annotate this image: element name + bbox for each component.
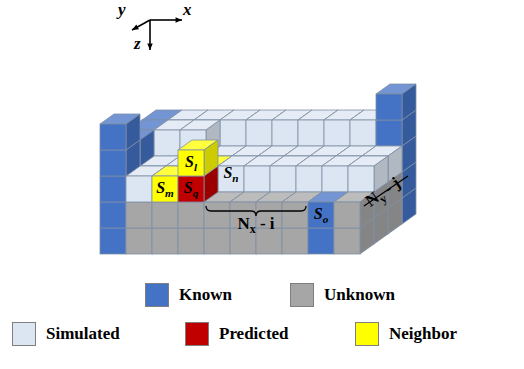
cube-front <box>126 176 152 202</box>
axis-head <box>176 17 182 22</box>
axis-head <box>132 24 139 30</box>
voxel-cube: So <box>308 202 334 228</box>
cube-front <box>204 202 230 228</box>
cube-front <box>334 202 360 228</box>
cube-front <box>376 120 402 146</box>
cube-front <box>100 176 126 202</box>
cube-side <box>126 114 140 150</box>
cube-side <box>402 84 416 120</box>
legend-swatch <box>145 283 169 307</box>
legend-swatch <box>290 283 314 307</box>
cube-front <box>100 228 126 254</box>
cube-front <box>272 120 298 146</box>
axis-label: x <box>183 0 192 20</box>
legend-swatch <box>355 322 379 346</box>
cube-front <box>308 228 334 254</box>
legend-swatch <box>12 322 36 346</box>
legend-text: Unknown <box>324 285 395 305</box>
voxel-cube: Sl <box>178 150 204 176</box>
cube-label: Sm <box>156 179 174 199</box>
legend-text: Simulated <box>46 324 120 344</box>
legend-text: Known <box>179 285 232 305</box>
cube-front <box>282 228 308 254</box>
voxel-cube: Sm <box>152 176 178 202</box>
cube-label: So <box>314 205 329 225</box>
cube-front <box>100 124 126 150</box>
cube-front <box>350 120 376 146</box>
cube-front <box>204 228 230 254</box>
voxel-cube: Sn <box>222 161 239 187</box>
cube-front <box>100 202 126 228</box>
cube-front <box>244 166 270 192</box>
legend-text: Neighbor <box>389 324 457 344</box>
cube-front <box>322 166 348 192</box>
cube-front <box>282 202 308 228</box>
cube-front <box>178 228 204 254</box>
cube-front <box>152 202 178 228</box>
axis-label: z <box>134 34 141 54</box>
cube-front <box>296 166 322 192</box>
cube-front <box>348 166 374 192</box>
legend-text: Predicted <box>219 324 289 344</box>
cube-front <box>308 202 334 228</box>
legend-swatch <box>185 322 209 346</box>
cube-label: Sq <box>184 179 199 199</box>
axis-label: y <box>118 0 126 20</box>
cube-front <box>126 202 152 228</box>
cube-label: Sn <box>223 164 238 184</box>
dimension-label: Nx - i <box>237 214 274 237</box>
cube-front <box>324 120 350 146</box>
cube-front <box>126 228 152 254</box>
cube-front <box>152 228 178 254</box>
cube-side <box>140 130 154 166</box>
cube-front <box>220 120 246 146</box>
cube-front <box>100 150 126 176</box>
cube-front <box>152 176 178 202</box>
cube-front <box>246 120 272 146</box>
cube-label: Sl <box>185 153 197 173</box>
cube-front <box>334 228 360 254</box>
cube-front <box>178 150 204 176</box>
cube-front <box>178 176 204 202</box>
cube-side <box>204 140 218 176</box>
cube-front <box>376 94 402 120</box>
cube-front <box>178 202 204 228</box>
cube-front <box>154 130 180 156</box>
axis-line <box>132 20 150 30</box>
voxel-cube: Sq <box>178 176 204 202</box>
cube-front <box>270 166 296 192</box>
axis-head <box>147 44 152 50</box>
cube-front <box>298 120 324 146</box>
